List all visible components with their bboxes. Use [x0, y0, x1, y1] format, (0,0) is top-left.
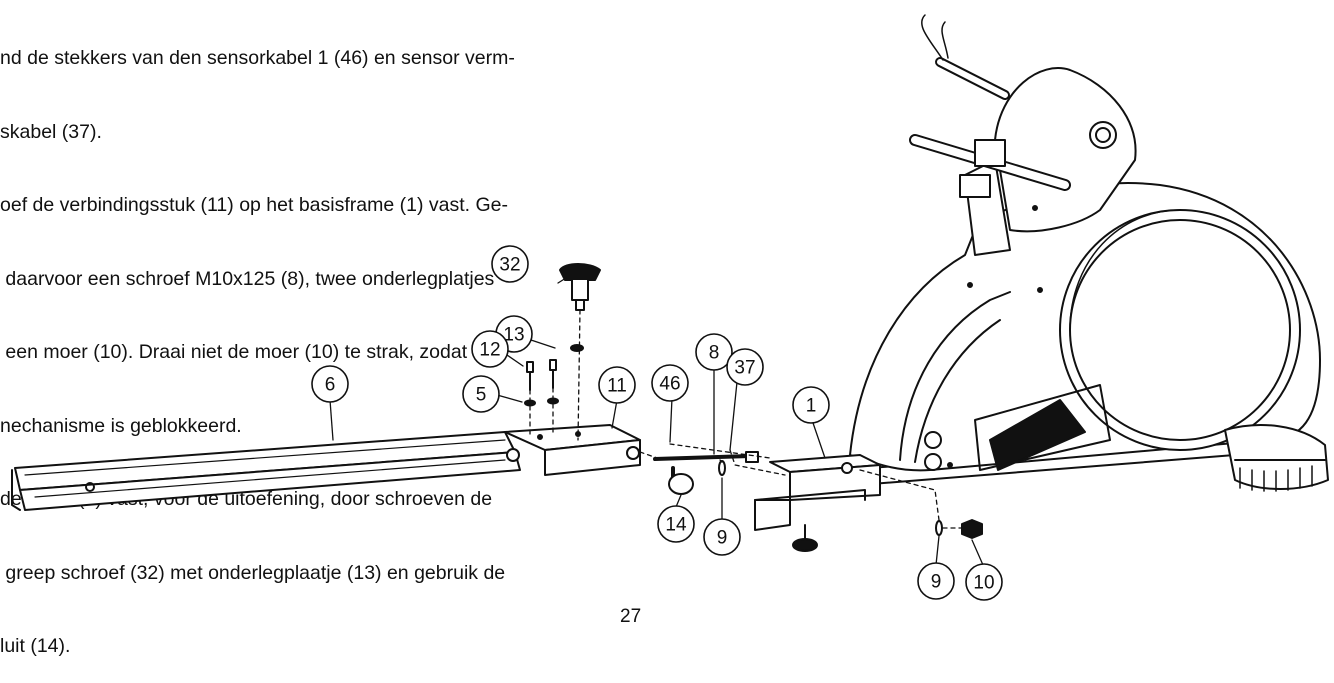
instruction-text: nd de stekkers van den sensorkabel 1 (46… — [0, 47, 515, 657]
instruction-line: oef de verbindingsstuk (11) op het basis… — [0, 194, 508, 216]
assembly-diagram: 32 13 12 5 6 11 46 8 37 1 14 9 9 10 — [11, 14, 1329, 601]
callout-label: 10 — [973, 573, 994, 594]
instruction-line: skabel (37). — [0, 120, 102, 143]
seat-rail — [11, 431, 521, 511]
instruction-line: daarvoor een schroef M10x125 (8), twee o… — [0, 267, 495, 290]
callout-label: 6 — [325, 375, 336, 396]
connector-piece — [504, 424, 641, 476]
callout-label: 12 — [479, 340, 500, 361]
page-number: 27 — [620, 606, 642, 627]
instruction-line: luit (14). — [0, 635, 71, 657]
instruction-line: greep schroef (32) met onderlegplaatje (… — [0, 561, 506, 584]
instruction-line: nd de stekkers van den sensorkabel 1 (46… — [0, 47, 515, 69]
callout-label: 9 — [931, 572, 942, 593]
callout-label: 11 — [607, 376, 627, 397]
callout-label: 14 — [665, 515, 687, 536]
callout-label: 9 — [717, 528, 728, 549]
callout-label: 13 — [503, 325, 524, 346]
instruction-line: nechanisme is geblokkeerd. — [0, 414, 242, 437]
callout-label: 37 — [734, 358, 755, 379]
callout-label: 8 — [709, 343, 720, 364]
trainer-body — [839, 14, 1329, 492]
callout-label: 1 — [806, 396, 817, 417]
callout-label: 46 — [659, 374, 680, 395]
callout-label: 32 — [499, 255, 520, 276]
callout-label: 5 — [476, 385, 487, 406]
base-frame-bracket — [754, 454, 881, 552]
